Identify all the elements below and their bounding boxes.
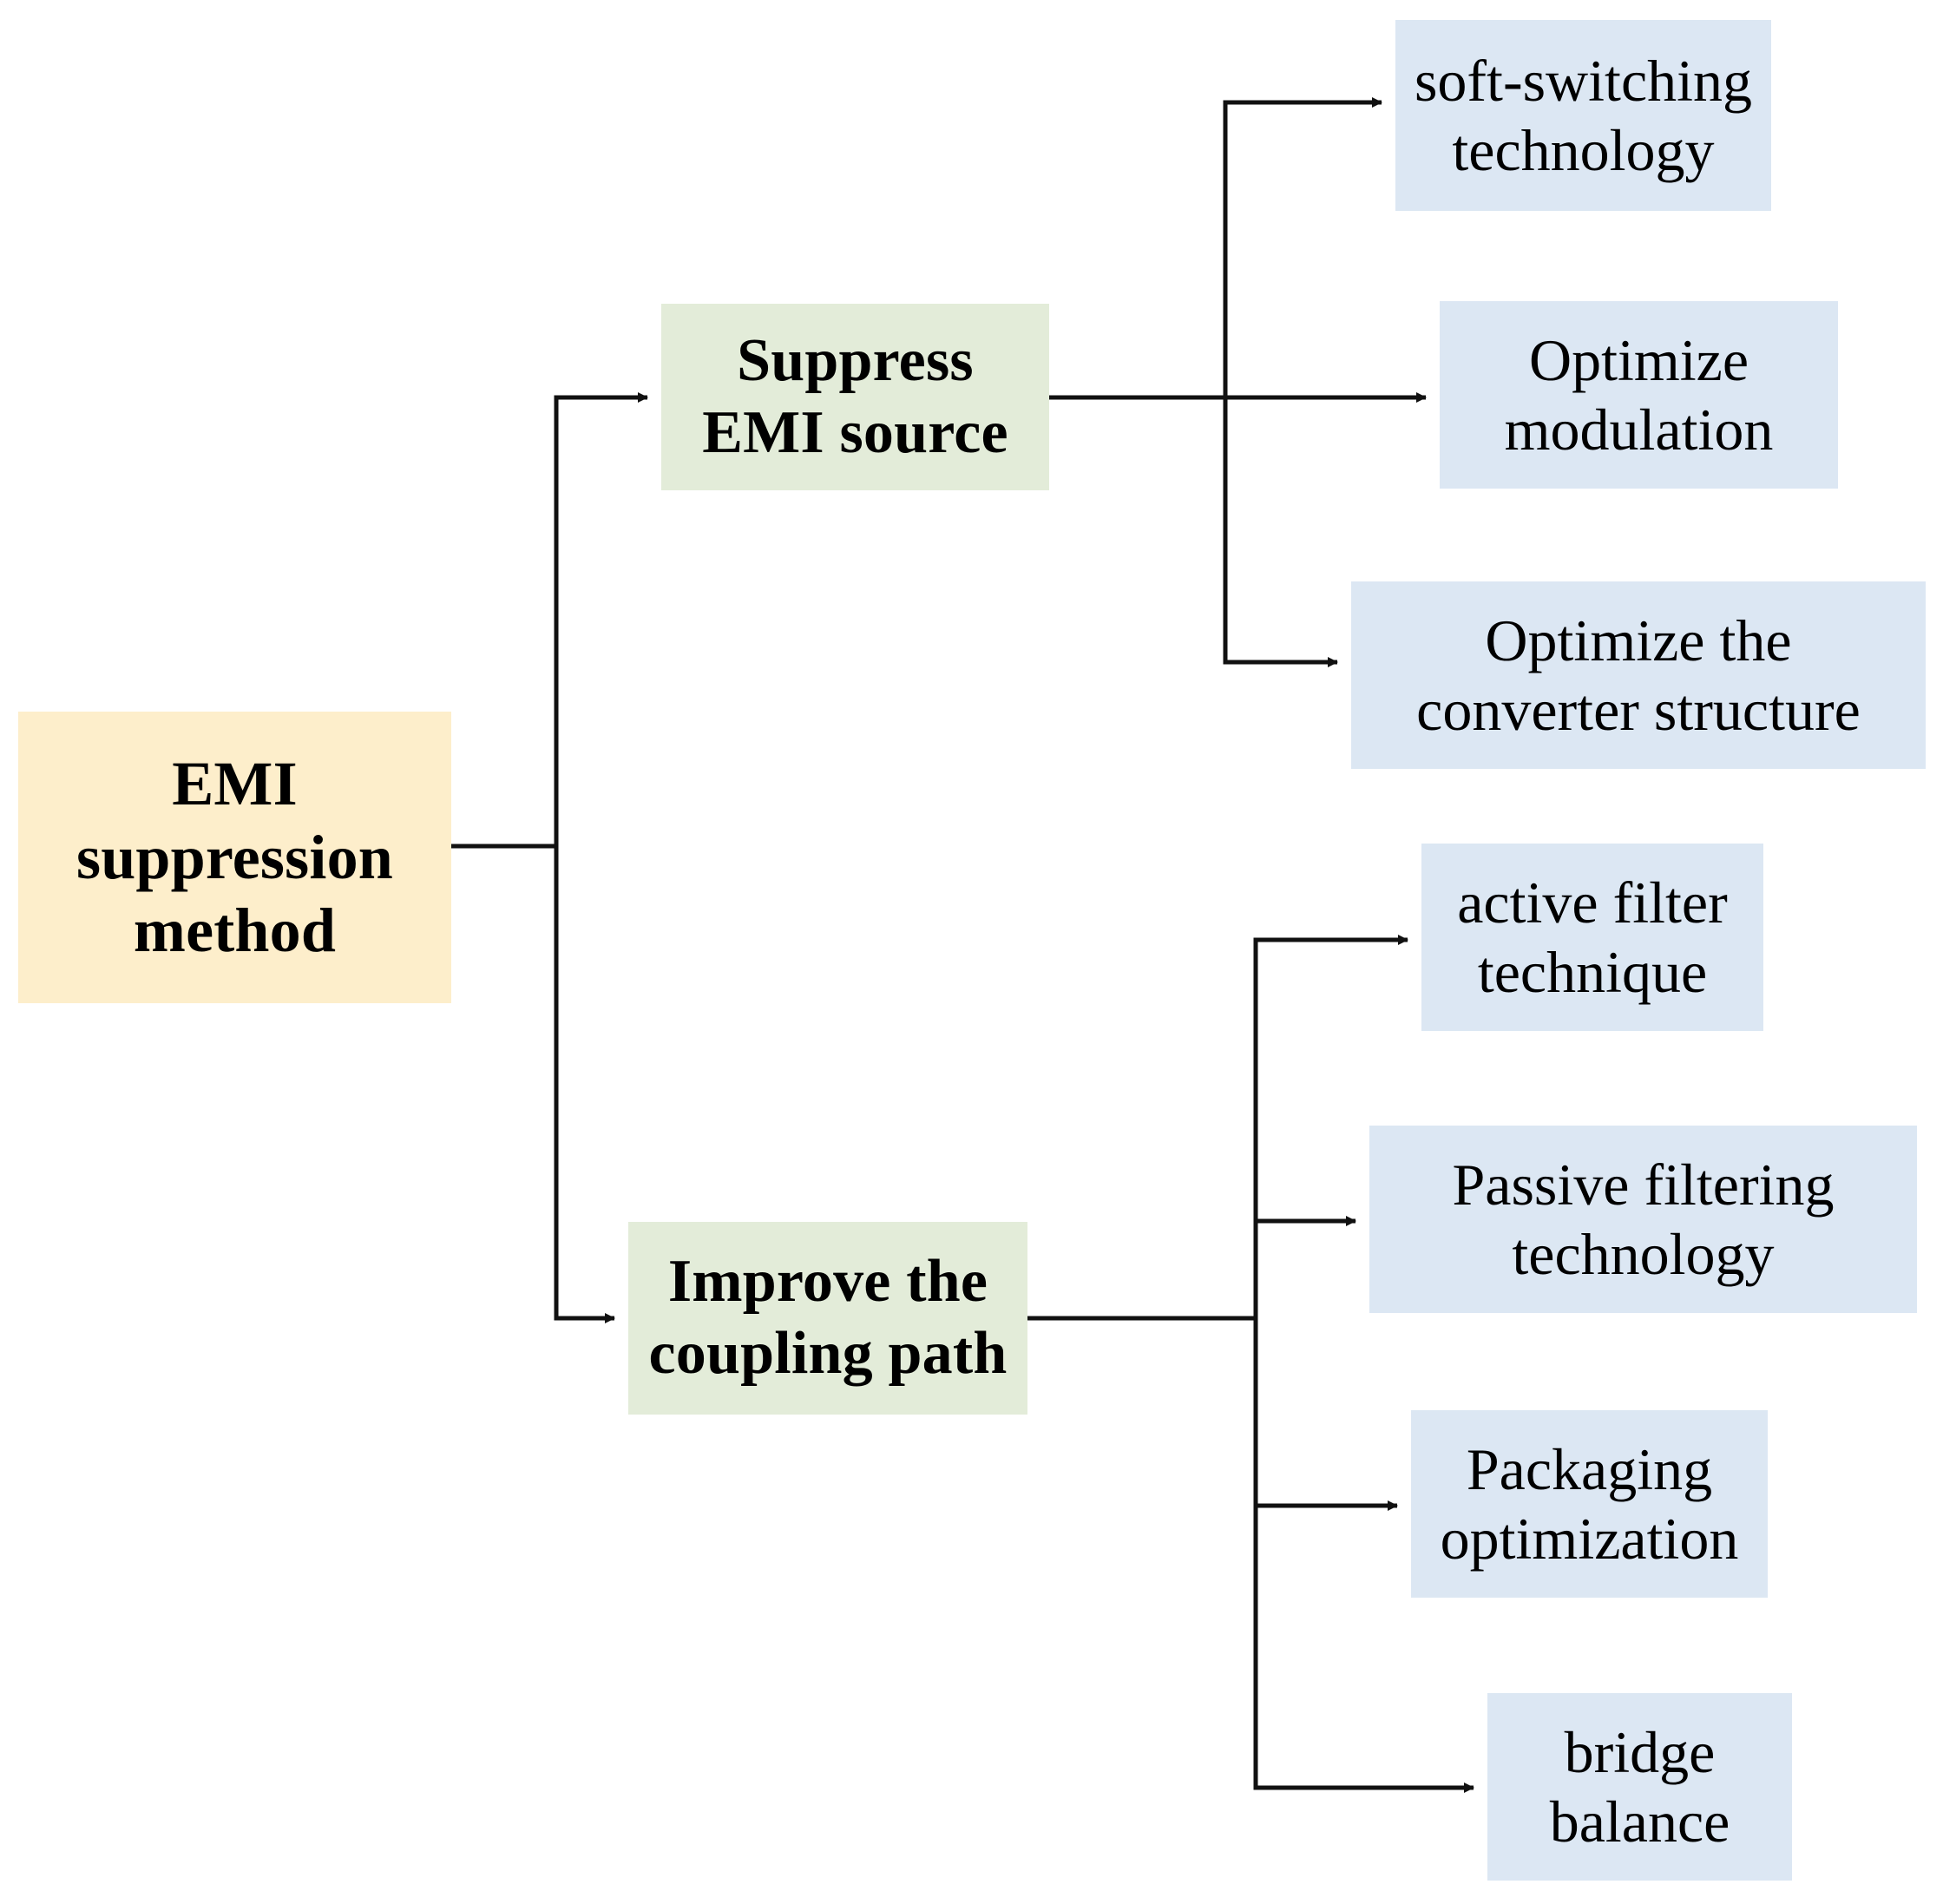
- node-label: bridge balance: [1549, 1718, 1730, 1855]
- node-label: active filter technique: [1457, 869, 1728, 1005]
- node-label: Packaging optimization: [1440, 1435, 1739, 1572]
- node-label: Passive filtering technology: [1452, 1151, 1835, 1287]
- node-label: Suppress EMI source: [702, 326, 1008, 466]
- node-optimize-the-converter-structure[interactable]: Optimize the converter structure: [1351, 581, 1926, 769]
- node-packaging-optimization[interactable]: Packaging optimization: [1411, 1410, 1768, 1598]
- node-label: EMI suppression method: [75, 748, 394, 966]
- node-passive-filtering-technology[interactable]: Passive filtering technology: [1369, 1126, 1917, 1313]
- node-bridge-balance[interactable]: bridge balance: [1487, 1693, 1792, 1881]
- node-label: Optimize the converter structure: [1416, 607, 1861, 743]
- node-soft-switching-technology[interactable]: soft-switching technology: [1395, 20, 1771, 211]
- node-active-filter-technique[interactable]: active filter technique: [1421, 844, 1763, 1031]
- node-label: Improve the coupling path: [648, 1248, 1008, 1387]
- node-label: soft-switching technology: [1414, 47, 1753, 183]
- node-emi-suppression-method[interactable]: EMI suppression method: [18, 712, 451, 1003]
- node-improve-the-coupling-path[interactable]: Improve the coupling path: [628, 1222, 1027, 1415]
- node-suppress-emi-source[interactable]: Suppress EMI source: [661, 304, 1049, 490]
- node-optimize-modulation[interactable]: Optimize modulation: [1440, 301, 1838, 489]
- node-label: Optimize modulation: [1504, 326, 1774, 463]
